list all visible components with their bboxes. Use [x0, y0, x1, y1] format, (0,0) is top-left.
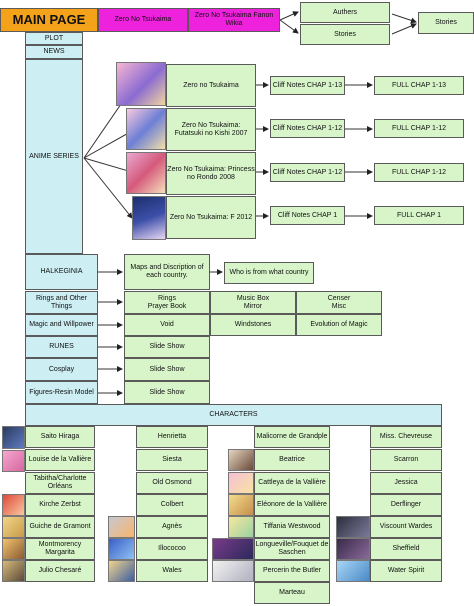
character-marteau[interactable]: Marteau: [254, 582, 330, 604]
character-thumbnail: [108, 538, 135, 560]
anime-series-button[interactable]: ANIME SERIES: [25, 59, 83, 254]
character-tabitha[interactable]: Tabitha/Charlotte Orléans: [25, 472, 95, 494]
character-thumbnail: [228, 516, 254, 538]
full-chapters-4[interactable]: FULL CHAP 1: [374, 206, 464, 225]
character-tiffania[interactable]: Tiffania Westwood: [254, 516, 330, 538]
character-thumbnail: [336, 516, 370, 538]
character-guiche[interactable]: Guiche de Gramont: [25, 516, 95, 538]
magic-button[interactable]: Magic and Willpower: [25, 314, 98, 336]
character-thumbnail: [108, 516, 135, 538]
anime-thumbnail-2: [126, 108, 166, 150]
authers-box[interactable]: Authers: [300, 2, 390, 23]
character-old-osmond[interactable]: Old Osmond: [136, 472, 208, 494]
music-box-mirror[interactable]: Music Box Mirror: [210, 291, 296, 314]
cliff-notes-3[interactable]: Cliff Notes CHAP 1-12: [270, 163, 345, 182]
runes-button[interactable]: RUNES: [25, 336, 98, 358]
windstones-box[interactable]: Windstones: [210, 314, 296, 336]
character-eleonore[interactable]: Eléonore de la Vallière: [254, 494, 330, 516]
evolution-of-magic-box[interactable]: Evolution of Magic: [296, 314, 382, 336]
zero-no-tsukaima-link[interactable]: Zero No Tsukaima: [98, 8, 188, 32]
character-sheffield[interactable]: Sheffield: [370, 538, 442, 560]
character-wardes[interactable]: Viscount Wardes: [370, 516, 442, 538]
cliff-notes-1[interactable]: Cliff Notes CHAP 1-13: [270, 76, 345, 95]
anime-thumbnail-3: [126, 152, 166, 194]
anime-title-3[interactable]: Zero No Tsukaima: Princess no Rondo 2008: [166, 152, 256, 195]
anime-title-2[interactable]: Zero No Tsukaima: Futatsuki no Kishi 200…: [166, 108, 256, 151]
character-thumbnail: [2, 450, 25, 472]
character-thumbnail: [228, 494, 254, 516]
void-box[interactable]: Void: [124, 314, 210, 336]
character-thumbnail: [2, 538, 25, 560]
character-thumbnail: [2, 516, 25, 538]
character-longueville[interactable]: Longueville/Fouquet de Saschen: [254, 538, 330, 560]
character-wales[interactable]: Wales: [136, 560, 208, 582]
character-thumbnail: [336, 538, 370, 560]
character-derflinger[interactable]: Derflinger: [370, 494, 442, 516]
character-thumbnail: [336, 560, 370, 582]
cliff-notes-2[interactable]: Cliff Notes CHAP 1-12: [270, 119, 345, 138]
character-thumbnail: [228, 449, 254, 471]
anime-thumbnail-4: [132, 196, 166, 240]
who-is-from-box[interactable]: Who is from what country: [224, 262, 314, 284]
censer-misc-box[interactable]: Censer Misc: [296, 291, 382, 314]
character-henrietta[interactable]: Henrietta: [136, 426, 208, 448]
news-button[interactable]: NEWS: [25, 45, 83, 59]
character-siesta[interactable]: Siesta: [136, 449, 208, 471]
full-chapters-3[interactable]: FULL CHAP 1-12: [374, 163, 464, 182]
plot-button[interactable]: PLOT: [25, 32, 83, 45]
character-scarron[interactable]: Scarron: [370, 449, 442, 471]
full-chapters-2[interactable]: FULL CHAP 1-12: [374, 119, 464, 138]
character-thumbnail: [108, 560, 135, 582]
character-malicorne[interactable]: Malicorne de Grandple: [254, 426, 330, 448]
anime-title-1[interactable]: Zero no Tsukaima: [166, 64, 256, 107]
figures-slideshow[interactable]: Slide Show: [124, 381, 210, 404]
cosplay-button[interactable]: Cosplay: [25, 358, 98, 381]
rings-button[interactable]: Rings and Other Things: [25, 291, 98, 314]
character-thumbnail: [2, 560, 25, 582]
character-thumbnail: [212, 560, 254, 582]
anime-thumbnail-1: [116, 62, 166, 106]
halkeginia-button[interactable]: HALKEGINIA: [25, 254, 98, 290]
character-beatrice[interactable]: Beatrice: [254, 449, 330, 471]
character-thumbnail: [212, 538, 254, 560]
stories-right-box[interactable]: Stories: [418, 12, 474, 34]
character-montmorency[interactable]: Montmorency Margarita: [25, 538, 95, 560]
character-water-spirit[interactable]: Water Spirit: [370, 560, 442, 582]
character-saito-hiraga[interactable]: Saito Hiraga: [25, 426, 95, 448]
characters-header: CHARACTERS: [25, 404, 442, 426]
cliff-notes-4[interactable]: Cliff Notes CHAP 1: [270, 206, 345, 225]
fanon-wikia-link[interactable]: Zero No Tsukaima Fanon Wikia: [188, 8, 280, 32]
maps-box[interactable]: Maps and Discription of each country.: [124, 254, 210, 290]
character-thumbnail: [2, 494, 25, 516]
anime-title-4[interactable]: Zero No Tsukaima: F 2012: [166, 196, 256, 239]
character-agnes[interactable]: Agnès: [136, 516, 208, 538]
rings-prayer-box[interactable]: Rings Prayer Book: [124, 291, 210, 314]
character-percerin[interactable]: Percerin the Butler: [254, 560, 330, 582]
cosplay-slideshow[interactable]: Slide Show: [124, 358, 210, 381]
character-julio[interactable]: Julio Chesaré: [25, 560, 95, 582]
full-chapters-1[interactable]: FULL CHAP 1-13: [374, 76, 464, 95]
character-colbert[interactable]: Colbert: [136, 494, 208, 516]
character-chevreuse[interactable]: Miss. Chevreuse: [370, 426, 442, 448]
main-page-button[interactable]: MAIN PAGE: [0, 8, 98, 32]
character-kirche[interactable]: Kirche Zerbst: [25, 494, 95, 516]
character-thumbnail: [228, 472, 254, 494]
character-cattleya[interactable]: Cattleya de la Vallière: [254, 472, 330, 494]
stories-box[interactable]: Stories: [300, 24, 390, 45]
character-louise[interactable]: Louise de la Vallière: [25, 449, 95, 471]
character-jessica[interactable]: Jessica: [370, 472, 442, 494]
character-thumbnail: [2, 426, 25, 449]
character-illococoo[interactable]: Illococoo: [136, 538, 208, 560]
runes-slideshow[interactable]: Slide Show: [124, 336, 210, 358]
figures-button[interactable]: Figures-Resin Model: [25, 381, 98, 404]
